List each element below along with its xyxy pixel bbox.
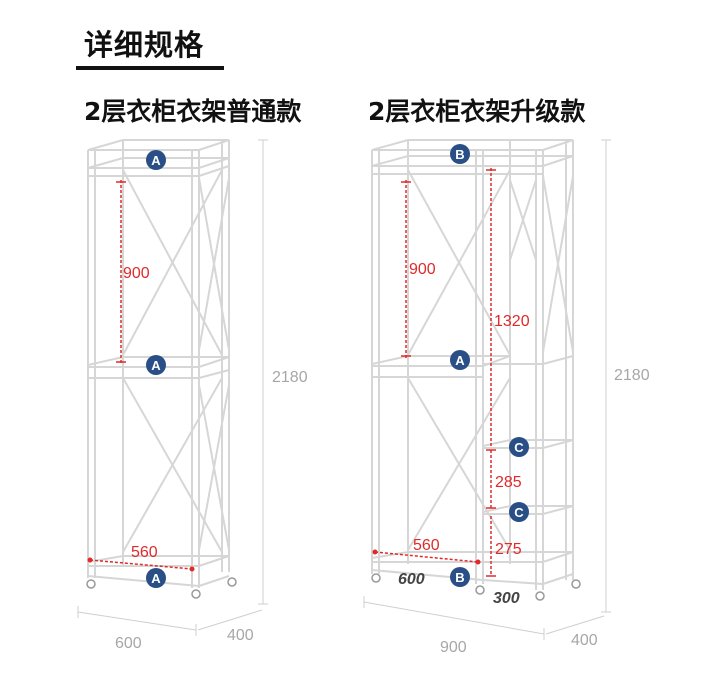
left-overall-dimensions <box>77 139 268 636</box>
svg-text:A: A <box>455 353 465 368</box>
right-overall-dimensions <box>363 139 611 640</box>
left-inner-width-dimension: 560 <box>87 544 195 572</box>
right-product-title: 2层衣柜衣架升级款 <box>368 97 586 126</box>
right-rail-height-dimension: 900 <box>401 180 436 358</box>
left-rack-wheels <box>86 577 237 599</box>
right-badge-bottom: B <box>450 567 470 587</box>
right-shelf-gap-2-label: 275 <box>495 541 522 558</box>
left-total-height-label: 2180 <box>272 369 308 386</box>
right-right-width-label: 300 <box>493 590 520 607</box>
right-width-label: 900 <box>440 639 467 656</box>
left-badge-top: A <box>146 150 166 170</box>
section-heading: 详细规格 <box>84 28 205 62</box>
svg-text:B: B <box>455 570 464 585</box>
left-product-title: 2层衣柜衣架普通款 <box>84 97 302 126</box>
right-rack-wheels <box>371 573 581 601</box>
right-badge-top: B <box>450 144 470 164</box>
svg-text:C: C <box>514 505 524 520</box>
left-badge-middle: A <box>146 355 166 375</box>
svg-text:A: A <box>151 153 161 168</box>
right-left-width-label: 600 <box>398 571 425 588</box>
left-depth-label: 400 <box>227 627 254 644</box>
right-depth-label: 400 <box>571 632 598 649</box>
left-width-label: 600 <box>115 635 142 652</box>
svg-text:A: A <box>151 358 161 373</box>
right-inner-width-label: 560 <box>413 537 440 554</box>
svg-text:C: C <box>514 440 524 455</box>
right-tall-height-label: 1320 <box>494 313 530 330</box>
right-shelf-gap-dimension-1: 285 <box>486 449 522 509</box>
right-badge-shelf-lower: C <box>509 502 529 522</box>
left-rail-height-dimension: 900 <box>116 180 150 364</box>
left-badge-bottom: A <box>146 568 166 588</box>
right-badge-middle: A <box>450 350 470 370</box>
right-total-height-label: 2180 <box>614 367 650 384</box>
heading-underline <box>76 66 224 70</box>
right-rack-frame <box>371 139 574 590</box>
right-rail-height-label: 900 <box>409 261 436 278</box>
right-shelf-gap-dimension-2: 275 <box>486 516 522 577</box>
left-rail-height-label: 900 <box>123 265 150 282</box>
left-rack-frame <box>87 139 230 588</box>
right-inner-width-dimension: 560 <box>372 537 481 565</box>
left-inner-width-label: 560 <box>131 544 158 561</box>
right-tall-height-dimension: 1320 <box>486 168 530 446</box>
right-shelf-gap-1-label: 285 <box>495 474 522 491</box>
right-badge-shelf-upper: C <box>509 437 529 457</box>
svg-text:B: B <box>455 147 464 162</box>
svg-text:A: A <box>151 571 161 586</box>
